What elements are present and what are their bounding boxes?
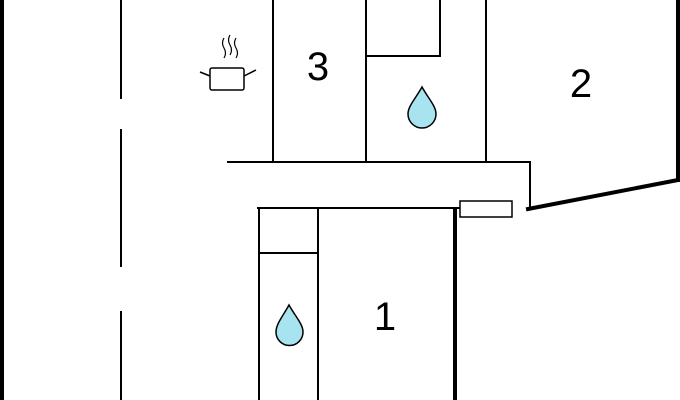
room-3-label: 3 bbox=[307, 45, 329, 89]
water-drop-icon bbox=[275, 303, 304, 347]
room-1-label: 1 bbox=[374, 295, 396, 339]
door-window bbox=[459, 200, 513, 218]
corridor-walls bbox=[227, 161, 531, 209]
room-2-label: 2 bbox=[570, 62, 592, 106]
room-2-outer-wall bbox=[525, 0, 680, 212]
water-drop-icon bbox=[407, 85, 437, 129]
lower-bathroom-walls bbox=[258, 207, 319, 400]
room-3-walls bbox=[272, 0, 367, 163]
cooking-pot-icon bbox=[199, 34, 257, 91]
upper-bathroom-walls bbox=[365, 0, 487, 163]
